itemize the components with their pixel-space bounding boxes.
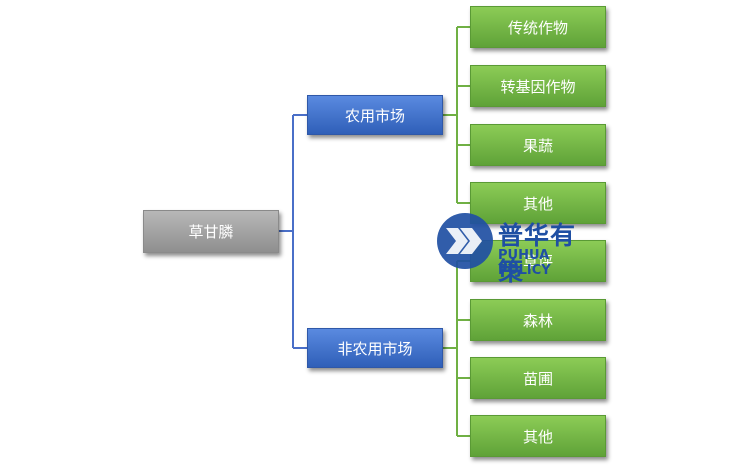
leaf-node-label: 果蔬 (522, 136, 553, 155)
leaf-node-label: 其他 (522, 194, 553, 213)
leaf-node-agri-other: 其他 (470, 182, 606, 224)
leaf-node-traditional-crops: 传统作物 (470, 6, 606, 48)
branch-node-label: 农用市场 (344, 106, 405, 125)
root-node-label: 草甘膦 (188, 223, 234, 241)
leaf-node-label: 苗圃 (522, 369, 553, 388)
agri-connectors (443, 26, 470, 204)
leaf-node-nursery: 苗圃 (470, 357, 606, 399)
leaf-node-fruits-vegetables: 果蔬 (470, 124, 606, 166)
leaf-node-label: 草坪 (522, 252, 553, 271)
branch-node-non-agricultural: 非农用市场 (307, 328, 443, 368)
watermark-logo: 普华有策 PUHUA POLICY (436, 210, 601, 286)
leaf-node-label: 传统作物 (507, 18, 568, 37)
chevron-logo-icon (437, 213, 493, 269)
leaf-node-label: 其他 (522, 427, 553, 446)
leaf-node-label: 转基因作物 (500, 77, 576, 96)
root-connectors (279, 114, 307, 349)
leaf-node-forest: 森林 (470, 299, 606, 341)
leaf-node-gm-crops: 转基因作物 (470, 65, 606, 107)
branch-node-agricultural: 农用市场 (307, 95, 443, 135)
leaf-node-label: 森林 (522, 311, 553, 330)
leaf-node-nonagri-other: 其他 (470, 415, 606, 457)
watermark-name-cn: 普华有策 (498, 221, 577, 286)
branch-node-label: 非农用市场 (337, 339, 413, 358)
root-node: 草甘膦 (143, 210, 279, 253)
nonagri-connectors (443, 260, 470, 437)
watermark-name-en: PUHUA POLICY (498, 248, 551, 278)
